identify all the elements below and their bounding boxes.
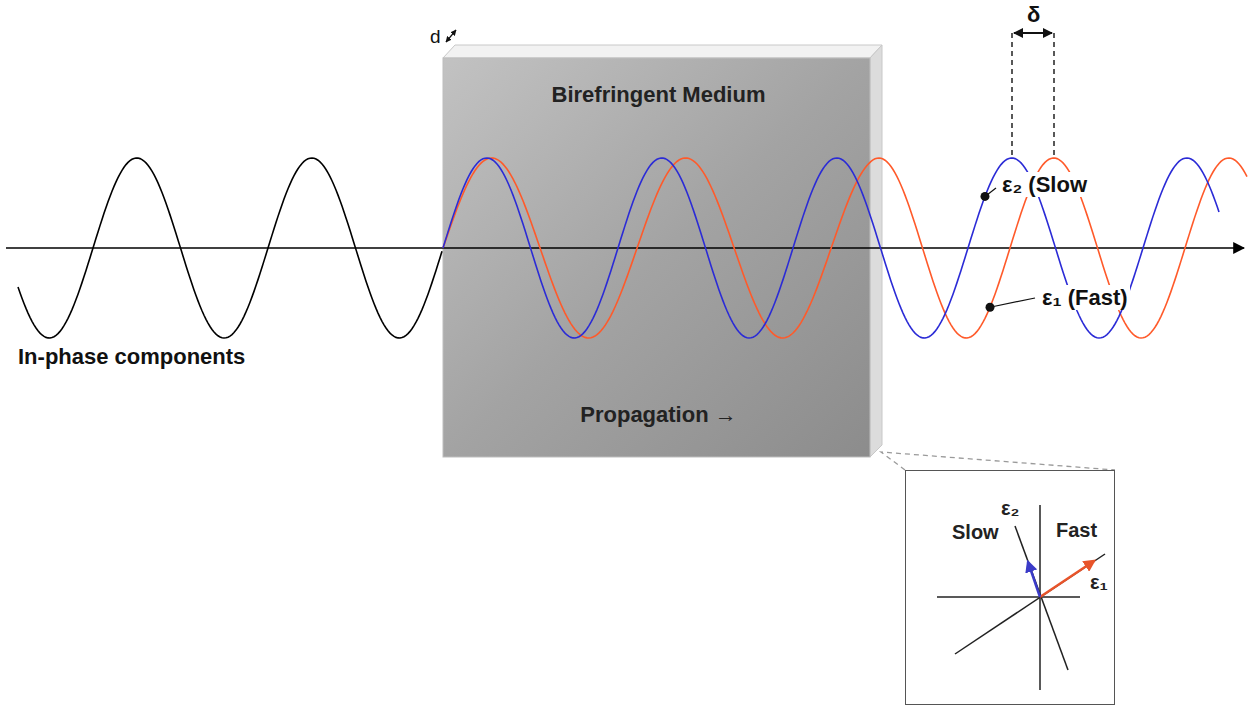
wave-group [18, 158, 1247, 338]
direction-label: Propagation → [443, 402, 874, 427]
axes-inset-drawing [905, 470, 1115, 705]
phase-delay-marker [1012, 33, 1054, 156]
leader-dot [981, 192, 990, 201]
propagation-axis [6, 247, 1244, 249]
fast-wave-label: ε₁ (Fast) [1040, 285, 1130, 310]
thickness-arrow [446, 30, 456, 42]
axis-name: Slow [952, 521, 999, 544]
thickness-label: d [430, 26, 441, 48]
birefringent-slab-shape [443, 45, 882, 457]
axes-inset: ε₂Slow Fast ε₁ [905, 470, 1115, 705]
incident-wave [18, 158, 442, 338]
axis-label: ε₂ [1001, 497, 1019, 520]
zoom-leader [881, 452, 1115, 470]
axis-label: ε₁ [1090, 571, 1108, 594]
leader-dot [986, 303, 995, 312]
wave-caption: In-phase components [18, 344, 245, 369]
slow-wave-label: ε₂ (Slow [1000, 172, 1089, 197]
phase-delay-label: δ [1027, 2, 1040, 27]
slow-wave [443, 158, 1219, 338]
slab-title: Birefringent Medium [443, 82, 874, 107]
fast-wave [443, 158, 1247, 338]
axis-name: Fast [1056, 519, 1097, 542]
leader-line [990, 298, 1035, 307]
birefringent-slab: Birefringent MediumPropagation → [443, 58, 874, 457]
